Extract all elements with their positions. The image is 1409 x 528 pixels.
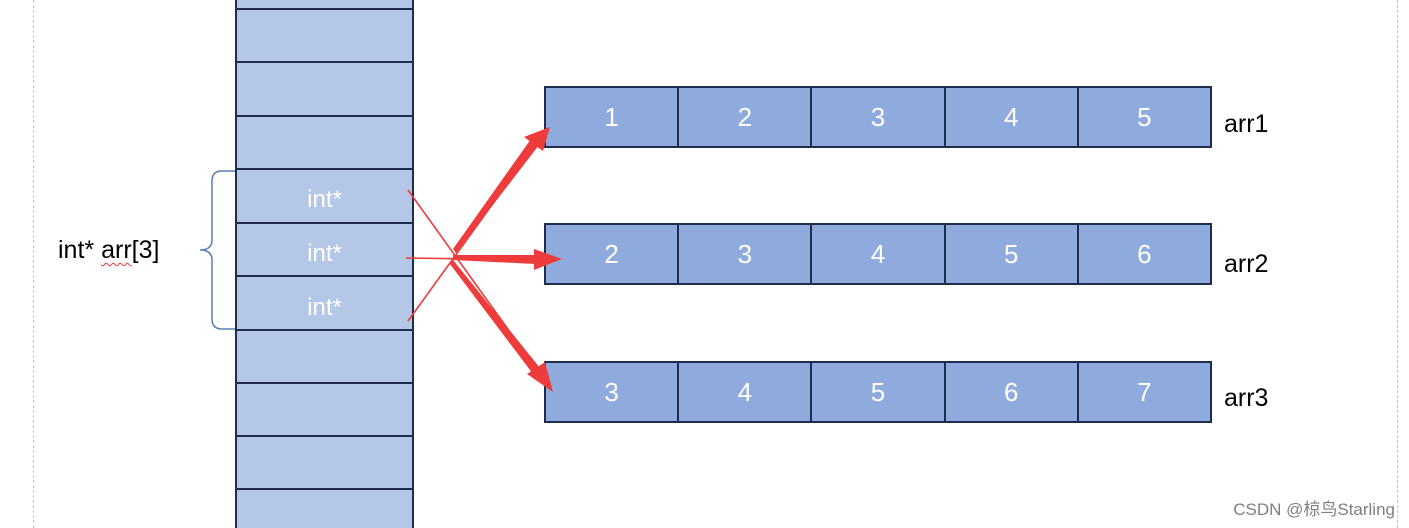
declaration-label: int* arr[3]: [58, 236, 159, 265]
array-cell: 1: [544, 86, 680, 148]
array-cell: 2: [544, 223, 680, 285]
pointer-cell-label: int*: [307, 240, 342, 267]
array-cell: 3: [810, 86, 946, 148]
array-cell: 6: [1076, 223, 1213, 285]
page-margin-left: [33, 0, 34, 528]
arrow-to-arr2-body: [453, 255, 535, 264]
pointer-cell-label: int*: [307, 294, 342, 321]
arrow-to-arr2-head: [534, 249, 562, 270]
array-cell: 5: [943, 223, 1079, 285]
array-row-arr1: 1 2 3 4 5: [544, 86, 1213, 148]
memory-cell-divider: [237, 488, 412, 490]
page-margin-right: [1397, 0, 1398, 528]
declaration-suffix: [3]: [131, 236, 160, 264]
arrow-to-arr3-body: [450, 260, 540, 374]
array-name-arr1: arr1: [1224, 110, 1269, 138]
array-row-arr2: 2 3 4 5 6: [544, 223, 1213, 285]
memory-cell-divider: [237, 435, 412, 437]
array-cell: 6: [943, 361, 1079, 423]
memory-cell-divider: [237, 329, 412, 331]
memory-cell-divider: [237, 8, 412, 10]
array-cell: 5: [1076, 86, 1213, 148]
memory-cell-divider: [237, 168, 412, 170]
array-cell: 7: [1076, 361, 1213, 423]
memory-cell-divider: [237, 115, 412, 117]
array-cell: 3: [544, 361, 680, 423]
array-name-arr3: arr3: [1224, 384, 1269, 412]
pointer-cell-label: int*: [307, 186, 342, 213]
array-cell: 4: [810, 223, 946, 285]
memory-cell-divider: [237, 222, 412, 224]
array-cell: 2: [677, 86, 813, 148]
memory-cell-divider: [237, 275, 412, 277]
array-row-arr3: 3 4 5 6 7: [544, 361, 1213, 423]
memory-cell-divider: [237, 61, 412, 63]
memory-column: int* int* int*: [235, 0, 414, 528]
arrow-to-arr1-body: [453, 139, 539, 253]
brace: [199, 170, 235, 330]
arrow-to-arr1-head: [524, 127, 550, 151]
declaration-name: arr: [101, 236, 132, 264]
memory-cell-divider: [237, 382, 412, 384]
arrow-to-arr3-head: [527, 362, 553, 392]
array-cell: 4: [943, 86, 1079, 148]
watermark: CSDN @椋鸟Starling: [1233, 500, 1395, 519]
array-cell: 5: [810, 361, 946, 423]
array-name-arr2: arr2: [1224, 250, 1269, 278]
array-cell: 4: [677, 361, 813, 423]
declaration-prefix: int*: [58, 236, 102, 264]
